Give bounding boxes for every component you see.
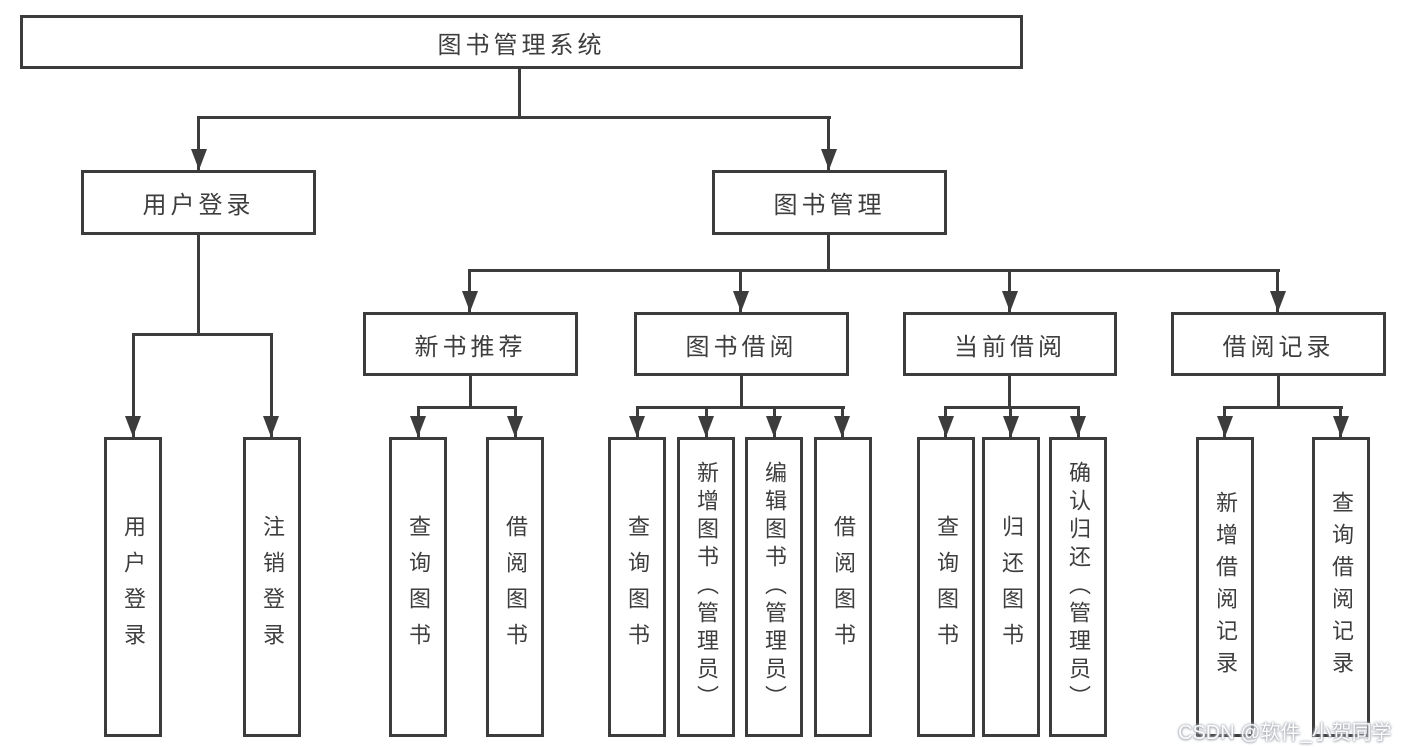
arrowhead-add-books: [698, 416, 714, 437]
arrowhead-query-borrow-record: [1333, 416, 1349, 437]
leaf-add-books: 新增图书（管理员）: [677, 437, 735, 737]
leaf-query-books-2-label: 查询图书: [625, 515, 650, 659]
connector-bookmgmt-drop-1: [468, 269, 471, 312]
connector-bookmgmt-stem: [827, 235, 830, 271]
arrowhead-query-books-1: [410, 416, 426, 437]
arrowhead-new-book-recommend: [462, 291, 478, 312]
node-book-borrow: 图书借阅: [634, 312, 849, 376]
leaf-logout-label: 注销登录: [260, 515, 285, 659]
connector-records-rail: [1223, 406, 1343, 409]
leaf-query-books-2: 查询图书: [608, 437, 666, 737]
leaf-confirm-return: 确认归还（管理员）: [1049, 437, 1107, 737]
leaf-borrow-books-1-label: 借阅图书: [503, 515, 528, 659]
connector-bookmgmt-drop-3: [1008, 269, 1011, 312]
node-book-management-label: 图书管理: [773, 192, 886, 219]
node-library-system: 图书管理系统: [20, 15, 1023, 69]
arrowhead-book-management: [821, 149, 837, 170]
connector-root-rail: [197, 116, 831, 119]
arrowhead-query-books-2: [629, 416, 645, 437]
connector-newbook-stem: [469, 376, 472, 408]
arrowhead-return-books: [1003, 416, 1019, 437]
leaf-user-login: 用户登录: [104, 437, 162, 737]
node-current-borrow-label: 当前借阅: [954, 333, 1066, 361]
arrowhead-user-login: [191, 149, 207, 170]
node-book-borrow-label: 图书借阅: [685, 333, 798, 361]
leaf-add-books-label: 新增图书（管理员）: [694, 461, 719, 713]
watermark: CSDN @软件_小贺同学: [1178, 722, 1392, 744]
connector-currentborrow-rail: [944, 406, 1080, 409]
leaf-query-borrow-record-label: 查询借阅记录: [1329, 491, 1354, 683]
arrowhead-query-books-3: [938, 416, 954, 437]
connector-userlogin-rail: [132, 333, 273, 336]
node-library-system-label: 图书管理系统: [437, 31, 606, 59]
connector-root-stem: [518, 69, 521, 118]
leaf-edit-books: 编辑图书（管理员）: [745, 437, 803, 737]
node-current-borrow: 当前借阅: [903, 312, 1117, 376]
arrowhead-book-borrow: [733, 291, 749, 312]
connector-bookmgmt-rail: [469, 269, 1280, 272]
arrowhead-leaf-user-login: [125, 416, 141, 437]
connector-userlogin-drop-2: [270, 333, 273, 437]
arrowhead-edit-books: [766, 416, 782, 437]
node-new-book-recommend: 新书推荐: [363, 312, 578, 376]
connector-bookmgmt-drop-4: [1276, 269, 1279, 312]
node-new-book-recommend-label: 新书推荐: [414, 333, 527, 361]
arrowhead-leaf-logout: [263, 416, 279, 437]
leaf-return-books: 归还图书: [982, 437, 1040, 737]
connector-records-stem: [1277, 376, 1280, 408]
leaf-borrow-books-2-label: 借阅图书: [831, 515, 856, 659]
leaf-query-books-3: 查询图书: [917, 437, 975, 737]
connector-userlogin-drop-1: [132, 333, 135, 437]
connector-root-drop-right: [827, 116, 830, 170]
connector-root-drop-left: [197, 116, 200, 170]
leaf-edit-books-label: 编辑图书（管理员）: [762, 461, 787, 713]
connector-bookborrow-rail: [636, 406, 845, 409]
leaf-add-borrow-record: 新增借阅记录: [1196, 437, 1254, 737]
arrowhead-borrow-books-1: [507, 416, 523, 437]
connector-newbook-rail: [417, 406, 517, 409]
arrowhead-add-borrow-record: [1217, 416, 1233, 437]
arrowhead-borrow-records: [1270, 291, 1286, 312]
arrowhead-current-borrow: [1002, 291, 1018, 312]
leaf-query-books-1-label: 查询图书: [406, 515, 431, 659]
node-user-login-label: 用户登录: [142, 192, 255, 219]
leaf-borrow-books-2: 借阅图书: [814, 437, 872, 737]
leaf-confirm-return-label: 确认归还（管理员）: [1066, 461, 1091, 713]
connector-currentborrow-stem: [1008, 376, 1011, 408]
connector-bookborrow-stem: [740, 376, 743, 408]
leaf-borrow-books-1: 借阅图书: [486, 437, 544, 737]
node-user-login: 用户登录: [81, 170, 316, 235]
leaf-query-books-3-label: 查询图书: [934, 515, 959, 659]
node-borrow-records-label: 借阅记录: [1222, 333, 1335, 361]
leaf-logout: 注销登录: [243, 437, 301, 737]
leaf-query-books-1: 查询图书: [389, 437, 447, 737]
node-book-management: 图书管理: [712, 170, 947, 235]
arrowhead-borrow-books-2: [834, 416, 850, 437]
arrowhead-confirm-return: [1070, 416, 1086, 437]
node-borrow-records: 借阅记录: [1171, 312, 1386, 376]
leaf-user-login-label: 用户登录: [121, 515, 146, 659]
leaf-query-borrow-record: 查询借阅记录: [1312, 437, 1370, 737]
leaf-return-books-label: 归还图书: [999, 515, 1024, 659]
connector-bookmgmt-drop-2: [739, 269, 742, 312]
leaf-add-borrow-record-label: 新增借阅记录: [1213, 491, 1238, 683]
connector-userlogin-stem: [197, 235, 200, 335]
